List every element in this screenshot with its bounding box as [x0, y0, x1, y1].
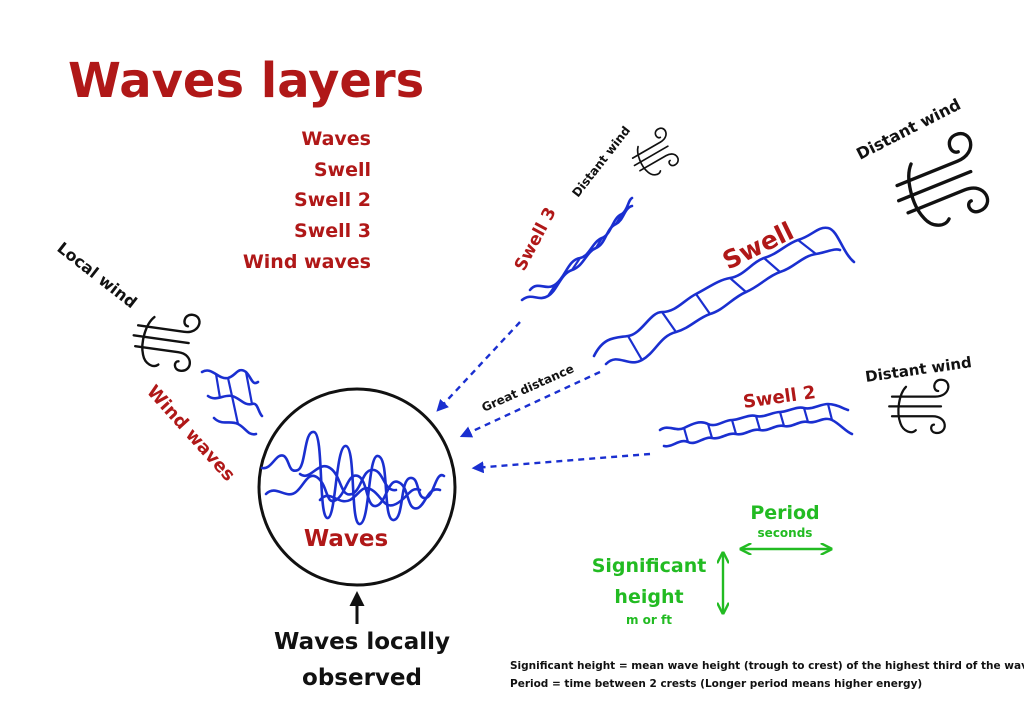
- observed-label-line1: Waves locally: [274, 629, 450, 655]
- layer-legend: Waves Swell Swell 2 Swell 3 Wind waves: [243, 128, 371, 273]
- height-label-line2: height: [614, 586, 683, 608]
- swell3-label: Swell 3: [511, 204, 561, 274]
- note-period: Period = time between 2 crests (Longer p…: [510, 678, 922, 690]
- distant-wind-small-icon: [623, 125, 684, 184]
- legend-item: Waves: [301, 128, 371, 150]
- local-wind-label: Local wind: [54, 238, 141, 312]
- waves-center-label: Waves: [304, 526, 388, 552]
- distant-wind-top-icon: [882, 128, 998, 240]
- legend-item: Wind waves: [243, 251, 371, 273]
- swell-arrow: [459, 370, 601, 438]
- note-significant-height: Significant height = mean wave height (t…: [510, 660, 1024, 672]
- swell3-arrow: [436, 321, 521, 412]
- legend-item: Swell 3: [294, 220, 371, 242]
- distant-wind-mid-icon: [888, 378, 950, 435]
- height-label-line1: Significant: [592, 555, 707, 577]
- swell2-arrow: [471, 452, 651, 474]
- page-title: Waves layers: [68, 53, 424, 109]
- period-unit: seconds: [758, 526, 813, 540]
- combined-waves-graphic: [260, 430, 446, 526]
- height-unit: m or ft: [626, 613, 672, 627]
- local-wind-icon: [128, 305, 202, 374]
- legend-item: Swell: [314, 159, 371, 181]
- swell-graphic: [592, 226, 856, 366]
- legend-item: Swell 2: [294, 189, 371, 211]
- distant-wind-small-label: Distant wind: [569, 124, 633, 200]
- observed-label-line2: observed: [302, 665, 422, 691]
- swell2-graphic: [658, 402, 854, 448]
- distant-wind-mid-label: Distant wind: [864, 353, 973, 386]
- swell3-graphic: [520, 196, 634, 302]
- distant-wind-top-label: Distant wind: [853, 95, 964, 164]
- observation-circle: [257, 387, 457, 587]
- wind-waves-graphic: [200, 368, 264, 436]
- period-label: Period: [750, 502, 819, 524]
